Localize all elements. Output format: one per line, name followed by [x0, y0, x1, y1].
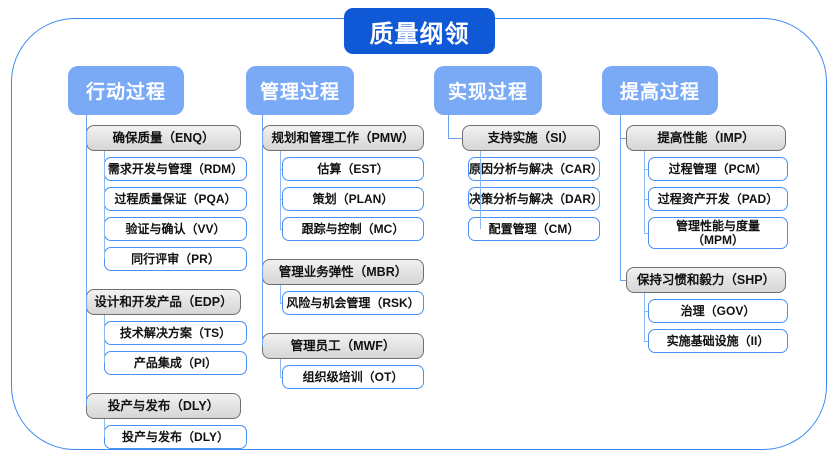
leaf-box[interactable]: 过程质量保证（PQA） — [104, 187, 247, 211]
group-box[interactable]: 确保质量（ENQ） — [86, 125, 241, 151]
leaf-box[interactable]: 投产与发布（DLY） — [104, 425, 247, 449]
leaf-box[interactable]: 策划（PLAN） — [282, 187, 424, 211]
leaf-box[interactable]: 跟踪与控制（MC） — [282, 217, 424, 241]
leaf-box[interactable]: 治理（GOV） — [648, 299, 788, 323]
leaf-box[interactable]: 验证与确认（VV） — [104, 217, 247, 241]
leaf-box[interactable]: 需求开发与管理（RDM） — [104, 157, 247, 181]
leaf-box[interactable]: 实施基础设施（II） — [648, 329, 788, 353]
connector-leaf-branch — [280, 303, 282, 305]
column-header-1[interactable]: 行动过程 — [68, 66, 184, 115]
group-box[interactable]: 管理员工（MWF） — [262, 333, 424, 359]
root-title-box: 质量纲领 — [344, 8, 495, 54]
connector-group-spine — [104, 151, 106, 259]
connector-leaf-branch — [644, 199, 648, 201]
group-box[interactable]: 规划和管理工作（PMW） — [262, 125, 424, 151]
connector-trunk-branch — [448, 138, 462, 140]
leaf-box[interactable]: 过程管理（PCM） — [648, 157, 788, 181]
leaf-box[interactable]: 估算（EST） — [282, 157, 424, 181]
connector-leaf-branch — [644, 169, 648, 171]
group-box[interactable]: 支持实施（SI） — [462, 125, 600, 151]
connector-leaf-branch — [644, 341, 648, 343]
connector-column-trunk — [262, 115, 264, 346]
connector-leaf-branch — [280, 229, 282, 231]
connector-column-trunk — [620, 115, 622, 280]
connector-group-spine — [480, 151, 482, 229]
leaf-box[interactable]: 配置管理（CM） — [468, 217, 600, 241]
group-box[interactable]: 投产与发布（DLY） — [86, 393, 241, 419]
column-header-4[interactable]: 提高过程 — [602, 66, 718, 115]
connector-column-trunk — [86, 115, 88, 406]
connector-trunk-branch — [620, 138, 626, 140]
connector-leaf-branch — [644, 233, 648, 235]
connector-column-trunk — [448, 115, 450, 138]
leaf-box[interactable]: 组织级培训（OT） — [282, 365, 424, 389]
leaf-box[interactable]: 管理性能与度量（MPM） — [648, 217, 788, 249]
connector-group-spine — [280, 285, 282, 303]
leaf-box[interactable]: 决策分析与解决（DAR） — [468, 187, 603, 211]
group-box[interactable]: 管理业务弹性（MBR） — [262, 259, 424, 285]
connector-group-spine — [644, 293, 646, 341]
connector-group-spine — [644, 151, 646, 233]
connector-group-spine — [280, 359, 282, 377]
column-header-3[interactable]: 实现过程 — [434, 66, 542, 115]
leaf-box[interactable]: 原因分析与解决（CAR） — [468, 157, 603, 181]
connector-group-spine — [280, 151, 282, 229]
leaf-box[interactable]: 技术解决方案（TS） — [104, 321, 247, 345]
leaf-box[interactable]: 同行评审（PR） — [104, 247, 247, 271]
group-box[interactable]: 设计和开发产品（EDP） — [86, 289, 241, 315]
group-box[interactable]: 提高性能（IMP） — [626, 125, 786, 151]
leaf-box[interactable]: 过程资产开发（PAD） — [648, 187, 788, 211]
connector-leaf-branch — [280, 377, 282, 379]
connector-leaf-branch — [644, 311, 648, 313]
connector-trunk-branch — [620, 280, 626, 282]
column-header-2[interactable]: 管理过程 — [246, 66, 354, 115]
connector-group-spine — [104, 419, 106, 437]
leaf-box[interactable]: 风险与机会管理（RSK） — [282, 291, 424, 315]
group-box[interactable]: 保持习惯和毅力（SHP） — [626, 267, 786, 293]
connector-group-spine — [104, 315, 106, 363]
leaf-box[interactable]: 产品集成（PI） — [104, 351, 247, 375]
